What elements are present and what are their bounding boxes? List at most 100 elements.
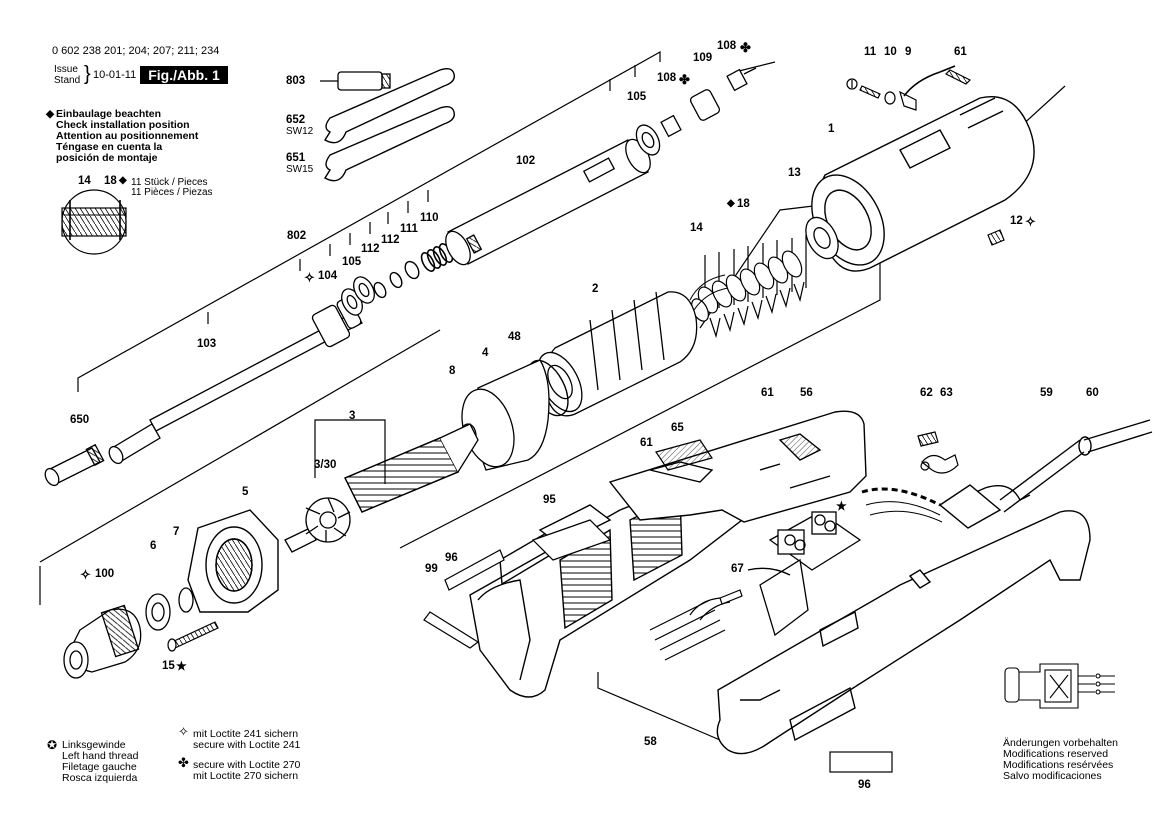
legend-lefthand-2: Left hand thread [62, 750, 139, 762]
callout-60: 60 [1086, 387, 1099, 399]
stand-label: Stand [54, 75, 81, 86]
handle-cover [716, 510, 1091, 755]
ring-7 [178, 587, 194, 613]
inset-label-14: 14 [78, 175, 91, 187]
callout-48: 48 [508, 331, 521, 343]
callout-108-lower: 108 [657, 72, 677, 84]
callout-62: 62 [920, 387, 933, 399]
callout-65: 65 [671, 422, 684, 434]
modifications-1: Änderungen vorbehalten [1003, 737, 1119, 749]
callout-111: 111 [400, 223, 418, 235]
callout-10: 10 [884, 46, 897, 58]
nut-108 [660, 114, 682, 138]
callout-56: 56 [800, 387, 813, 399]
lefthand-symbol: ✪ [47, 738, 58, 752]
callout-803: 803 [286, 75, 306, 87]
modifications-3: Modifications resérvées [1003, 759, 1114, 771]
washer-111 [404, 260, 420, 280]
callout-4: 4 [482, 347, 489, 359]
label-96b [829, 751, 893, 773]
callout-99: 99 [425, 563, 438, 575]
legend-loctite241-2: secure with Loctite 241 [193, 739, 301, 751]
circlip-112b [389, 271, 403, 289]
callout-13: 13 [788, 167, 801, 179]
coupling-109 [689, 89, 721, 121]
label-96a [444, 549, 505, 591]
loctite270-mark-108-lower: ✤ [679, 72, 690, 87]
wrench-651 [324, 105, 455, 182]
callout-96-left: 96 [445, 552, 458, 564]
install-note-marker: ◆ [46, 108, 55, 120]
nameplate-65 [655, 439, 713, 471]
wrench-size-652: SW12 [286, 126, 314, 137]
spacer-discs [691, 250, 805, 339]
fan-cover-4 [461, 359, 550, 471]
callout-652: 652 [286, 114, 306, 126]
install-marker-18: ◆ [727, 198, 735, 209]
callout-105-upper: 105 [627, 91, 647, 103]
model-codes: 0 602 238 201; 204; 207; 211; 234 [52, 45, 220, 57]
wrench-size-651: SW15 [286, 164, 314, 175]
loctite270-mark-108-upper: ✤ [740, 40, 751, 55]
spindle-shaft [108, 297, 363, 465]
callout-12: 12 [1010, 215, 1023, 227]
callout-102: 102 [516, 155, 536, 167]
inset-qty-1: 11 Stück / Pieces [131, 177, 208, 188]
fan-impeller [305, 497, 351, 543]
callout-651: 651 [286, 152, 306, 164]
callout-9: 9 [905, 46, 912, 58]
callout-108-upper: 108 [717, 40, 737, 52]
legend-lefthand-4: Rosca izquierda [62, 772, 138, 784]
callout-7: 7 [173, 526, 180, 538]
callout-59: 59 [1040, 387, 1053, 399]
bearing-flange [187, 509, 279, 613]
callout-100: 100 [95, 568, 115, 580]
legend-lefthand-1: Linksgewinde [62, 739, 126, 751]
nut-108-upper [726, 67, 757, 92]
legend-lefthand-3: Filetage gauche [62, 761, 137, 773]
housing-half-upper [608, 410, 867, 523]
label-99 [423, 611, 480, 649]
star-mark-switch: ★ [836, 499, 847, 513]
callout-95: 95 [543, 494, 556, 506]
callout-11: 11 [864, 46, 877, 58]
callout-58: 58 [644, 736, 657, 748]
callout-109: 109 [693, 52, 713, 64]
legend-loctite270-2: mit Loctite 270 sichern [193, 770, 299, 782]
callout-2: 2 [592, 283, 599, 295]
callout-96-bottom: 96 [858, 779, 871, 791]
wrench-652 [324, 67, 455, 144]
label-95 [531, 519, 612, 561]
callout-61-top: 61 [954, 46, 967, 58]
install-note-line-1: Einbaulage beachten [56, 108, 162, 120]
nose-piece [63, 604, 142, 679]
power-cable [861, 419, 1153, 529]
bearing-6 [145, 593, 171, 631]
callout-5: 5 [242, 486, 249, 498]
issue-date: 10-01-11 [93, 69, 137, 81]
motor-housing [811, 96, 1035, 272]
inset-spring-detail [61, 189, 127, 255]
collet-650 [44, 443, 105, 487]
install-note-line-2: Check installation position [56, 119, 190, 131]
callout-3: 3 [349, 410, 356, 422]
earth-screw-assembly [846, 65, 972, 111]
callout-18: 18 [737, 198, 750, 210]
loctite270-symbol: ✤ [178, 755, 189, 770]
install-note-line-3: Attention au positionnement [56, 130, 199, 142]
callout-104: 104 [318, 270, 338, 282]
legend-loctite270-1: secure with Loctite 270 [193, 759, 301, 771]
callout-1: 1 [828, 123, 835, 135]
star-mark-15: ★ [176, 659, 187, 673]
screw-15 [167, 621, 219, 652]
inset-label-18: 18 [104, 175, 117, 187]
modifications-2: Modifications reserved [1003, 748, 1109, 760]
callout-61-mid: 61 [761, 387, 774, 399]
switch-assembly [747, 511, 862, 637]
armature [284, 423, 479, 553]
callout-105-lower: 105 [342, 256, 362, 268]
callout-802: 802 [287, 230, 307, 242]
screw-12 [987, 229, 1005, 246]
issue-label: Issue [54, 64, 78, 75]
